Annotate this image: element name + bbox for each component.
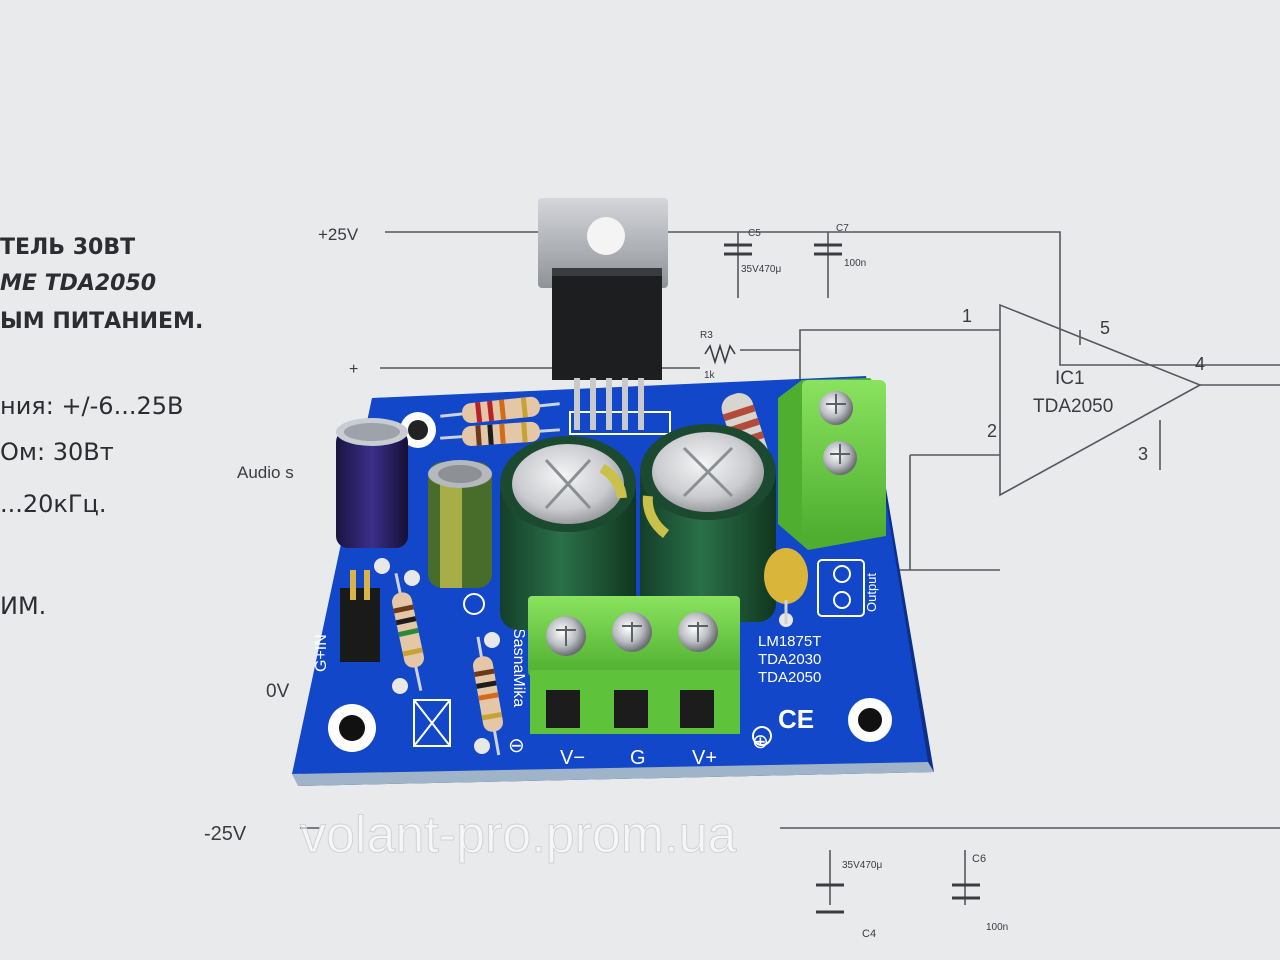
tda2050-chip bbox=[538, 198, 668, 430]
label-pin5: 5 bbox=[1100, 318, 1110, 338]
silk-input: G+IN bbox=[313, 634, 330, 672]
big-capacitor-right bbox=[640, 424, 776, 622]
label-pin2: 2 bbox=[987, 421, 997, 441]
silk-chip-3: TDA2050 bbox=[758, 669, 821, 686]
resistors bbox=[391, 393, 776, 756]
silk-v-plus: V+ bbox=[692, 747, 717, 769]
doc-line-1: ТЕЛЬ 30ВТ bbox=[0, 235, 135, 260]
label-0v: 0V bbox=[266, 681, 290, 702]
silk-v-minus: V− bbox=[560, 747, 585, 769]
ceramic-capacitor bbox=[764, 548, 808, 624]
label-c6: C6 bbox=[972, 853, 986, 865]
resistor-symbol bbox=[704, 343, 736, 365]
watermark: volant-pro.prom.ua bbox=[300, 806, 737, 864]
silk-ground: G bbox=[630, 747, 646, 769]
label-r3-val: 1k bbox=[704, 370, 716, 381]
doc-line-6: ...20кГц. bbox=[0, 490, 107, 518]
doc-line-7: ИМ. bbox=[0, 592, 46, 620]
label-c7: C7 bbox=[836, 223, 849, 234]
big-capacitor-left bbox=[500, 436, 636, 630]
output-terminal-block bbox=[778, 378, 886, 550]
label-plus-in: + bbox=[349, 361, 358, 378]
silk-ce-mark: CE bbox=[778, 704, 814, 734]
doc-line-3: ЫМ ПИТАНИЕМ. bbox=[0, 309, 203, 334]
label-audio: Audio s bbox=[237, 463, 294, 482]
purple-capacitor bbox=[336, 418, 408, 548]
power-terminal-block bbox=[528, 596, 740, 734]
document-text: ТЕЛЬ 30ВТ МЕ TDA2050 ЫМ ПИТАНИЕМ. ния: +… bbox=[0, 235, 203, 620]
label-pin1: 1 bbox=[962, 306, 972, 326]
silk-chip-1: LM1875T bbox=[758, 633, 821, 650]
small-green-capacitor bbox=[428, 460, 492, 588]
label-vminus: -25V bbox=[204, 823, 247, 845]
doc-line-4: ния: +/-6...25В bbox=[0, 392, 183, 420]
label-c7-val: 100n bbox=[844, 258, 866, 269]
label-pin4: 4 bbox=[1195, 354, 1205, 374]
schematic-capacitors bbox=[724, 243, 980, 914]
doc-line-2: МЕ TDA2050 bbox=[0, 271, 156, 296]
label-c6-val: 100n bbox=[986, 922, 1008, 933]
input-pin-header bbox=[340, 570, 380, 662]
label-c5-val: 35V470μ bbox=[741, 264, 781, 275]
label-c4: C4 bbox=[862, 928, 876, 940]
silk-chip-2: TDA2030 bbox=[758, 651, 821, 668]
silk-brand: SasnaMika bbox=[510, 628, 527, 707]
silk-output: Output bbox=[864, 573, 879, 612]
label-pin3: 3 bbox=[1138, 444, 1148, 464]
label-c5: C5 bbox=[748, 228, 761, 239]
label-ic-part: TDA2050 bbox=[1033, 396, 1113, 417]
label-ic1: IC1 bbox=[1055, 368, 1085, 389]
doc-line-5: Ом: 30Вт bbox=[0, 438, 114, 466]
silk-minus-symbol: ⊖ bbox=[508, 735, 525, 757]
label-vplus: +25V bbox=[318, 225, 359, 244]
label-c4-val: 35V470μ bbox=[842, 860, 882, 871]
silk-plus-symbol: ⊕ bbox=[752, 731, 769, 753]
label-r3: R3 bbox=[700, 330, 713, 341]
